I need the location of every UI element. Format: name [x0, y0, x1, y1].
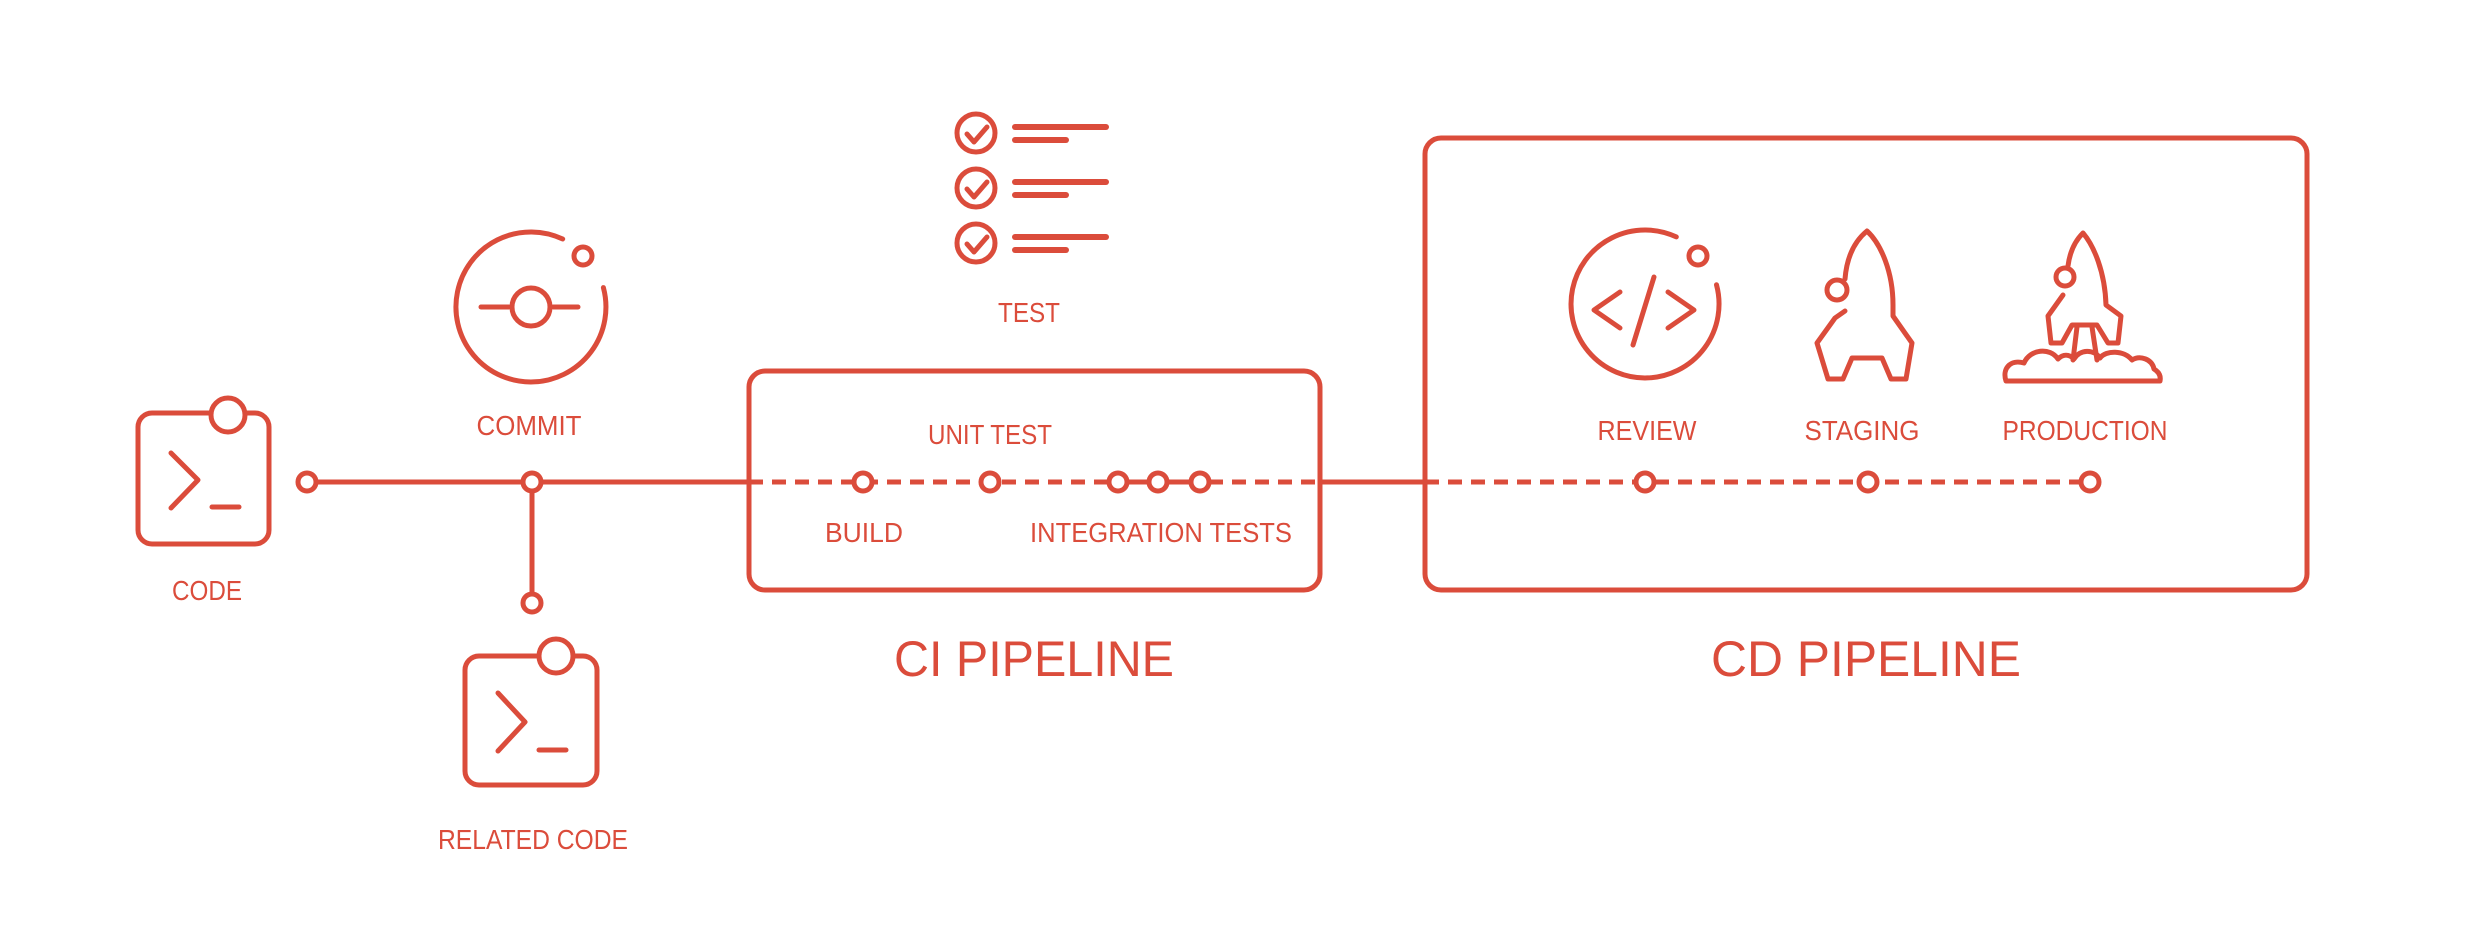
- production-node: [2078, 470, 2102, 494]
- terminal-pin-circle: [536, 636, 576, 676]
- ci-pipeline-title: CI PIPELINE: [894, 631, 1174, 687]
- code-label: CODE: [172, 575, 242, 606]
- terminal-pin-circle: [208, 395, 248, 435]
- ci-pipeline-box: [746, 368, 1323, 593]
- production-rocket-launch-icon: [2002, 230, 2163, 384]
- rocket-window-circle: [1824, 277, 1850, 303]
- commit-node: [520, 470, 544, 494]
- review-satellite-circle: [1686, 244, 1710, 268]
- commit-label: COMMIT: [477, 410, 582, 441]
- terminal-prompt-chevron: [168, 450, 201, 511]
- review-code-icon: [1568, 227, 1722, 381]
- build-label: BUILD: [825, 517, 903, 548]
- unit-test-node: [978, 470, 1002, 494]
- checklist-row-3: [954, 221, 1109, 265]
- checklist-row-1: [954, 111, 1109, 155]
- unit-test-label: UNIT TEST: [928, 419, 1052, 450]
- checkmark-icon: [964, 179, 990, 200]
- checkmark-icon: [964, 124, 990, 145]
- code-terminal-icon: [135, 395, 272, 547]
- code-slash: [1630, 274, 1657, 348]
- build-node: [851, 470, 875, 494]
- integration-test-node-2: [1146, 470, 1170, 494]
- integration-test-node-1: [1106, 470, 1130, 494]
- check-circle-icon: [954, 111, 998, 155]
- checkmark-icon: [964, 234, 990, 255]
- related-code-terminal-icon: [462, 636, 600, 788]
- staging-rocket-icon: [1814, 228, 1915, 382]
- test-checklist-icon: [954, 111, 1109, 265]
- production-label: PRODUCTION: [2003, 415, 2168, 446]
- terminal-prompt-chevron: [495, 690, 528, 754]
- integration-test-node-3: [1188, 470, 1212, 494]
- rocket-body: [2045, 230, 2124, 346]
- staging-label: STAGING: [1805, 415, 1920, 446]
- commit-hub-circle: [509, 285, 553, 329]
- related-code-node: [520, 591, 544, 615]
- exhaust-left-line: [2070, 324, 2080, 363]
- terminal-window-frame: [135, 410, 272, 547]
- review-node: [1633, 470, 1657, 494]
- rocket-window-circle: [2053, 265, 2077, 289]
- check-circle-icon: [954, 221, 998, 265]
- commit-satellite-circle: [571, 244, 595, 268]
- check-circle-icon: [954, 166, 998, 210]
- code-right-bracket: [1665, 289, 1697, 331]
- launch-cloud: [2002, 348, 2163, 384]
- code-left-bracket: [1591, 289, 1623, 331]
- staging-node: [1856, 470, 1880, 494]
- terminal-window-frame: [462, 653, 600, 788]
- code-node: [295, 470, 319, 494]
- related-code-label: RELATED CODE: [438, 824, 628, 855]
- cd-pipeline-title: CD PIPELINE: [1711, 631, 2021, 687]
- review-orbit-arc: [1568, 227, 1722, 381]
- checklist-row-2: [954, 166, 1109, 210]
- commit-orbit-arc: [453, 229, 609, 385]
- commit-orbit-icon: [453, 229, 609, 385]
- review-label: REVIEW: [1598, 415, 1698, 446]
- cd-pipeline-box: [1422, 135, 2310, 593]
- integration-tests-label: INTEGRATION TESTS: [1030, 517, 1292, 548]
- test-label: TEST: [998, 297, 1060, 328]
- pipeline-nodes: [295, 470, 2102, 615]
- rocket-body: [1814, 228, 1915, 382]
